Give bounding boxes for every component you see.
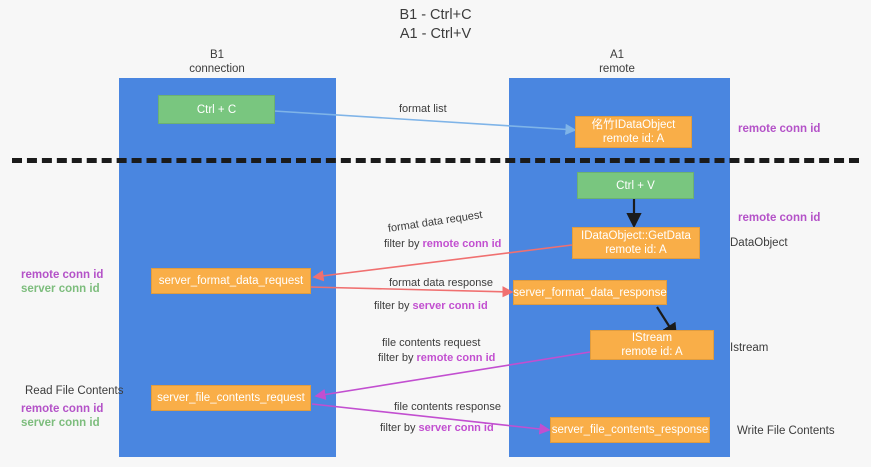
node-ctrl-v-label: Ctrl + V (616, 179, 655, 192)
edge-label-format-data-request-filter: filter by remote conn id (384, 237, 501, 251)
annotation-left-remote-conn-id-2: remote conn id (21, 403, 104, 415)
annotation-left-server-conn-id: server conn id (21, 283, 100, 295)
node-server-format-data-response[interactable]: server_format_data_response (513, 280, 667, 305)
node-getdata[interactable]: IDataObject::GetData remote id: A (572, 227, 700, 259)
node-ctrl-v[interactable]: Ctrl + V (577, 172, 694, 199)
node-server-format-data-request[interactable]: server_format_data_request (151, 268, 311, 294)
node-server-file-contents-request[interactable]: server_file_contents_request (151, 385, 311, 411)
section-divider (12, 158, 859, 163)
edge-label-file-contents-request-filter: filter by remote conn id (378, 351, 495, 365)
annotation-read-file-contents: Read File Contents (25, 385, 124, 397)
annotation-remote-conn-id-mid: remote conn id (738, 212, 821, 224)
filter-prefix: filter by (374, 300, 413, 312)
node-getdata-line2: remote id: A (605, 244, 667, 256)
node-server-format-data-request-label: server_format_data_request (158, 275, 304, 287)
title-line-2: A1 - Ctrl+V (399, 26, 472, 42)
annotation-remote-conn-id-top: remote conn id (738, 123, 821, 135)
edge-label-format-list: format list (399, 103, 447, 115)
annotation-left-remote-conn-id: remote conn id (21, 269, 104, 281)
filter-key-server-conn-id: server conn id (418, 422, 494, 434)
annotation-dataobject: DataObject (730, 237, 788, 249)
filter-key-server-conn-id: server conn id (412, 300, 488, 312)
title-line-1: B1 - Ctrl+C (399, 7, 472, 23)
annotation-write-file-contents: Write File Contents (737, 425, 835, 437)
node-istream-line1: IStream (631, 332, 673, 344)
page-title: B1 - Ctrl+C A1 - Ctrl+V (0, 6, 871, 44)
node-server-file-contents-request-label: server_file_contents_request (157, 392, 305, 404)
column-header-b1-sub: connection (189, 63, 245, 75)
node-istream[interactable]: IStream remote id: A (590, 330, 714, 360)
annotation-istream: Istream (730, 342, 769, 354)
column-header-a1-sub: remote (599, 63, 635, 75)
annotation-left-server-conn-id-2: server conn id (21, 417, 100, 429)
node-ctrl-c-label: Ctrl + C (196, 103, 237, 116)
node-idataobject-line2: remote id: A (602, 133, 665, 145)
node-getdata-line1: IDataObject::GetData (581, 230, 691, 242)
edge-label-file-contents-response-filter: filter by server conn id (380, 421, 494, 435)
node-idataobject[interactable]: 佲竹IDataObject remote id: A (575, 116, 692, 148)
node-server-format-data-response-label: server_format_data_response (513, 286, 667, 299)
filter-key-remote-conn-id: remote conn id (416, 352, 496, 364)
edge-label-file-contents-request-line1: file contents request (382, 337, 481, 349)
edge-label-format-data-response-line1: format data response (389, 277, 493, 289)
column-header-a1: A1 remote (557, 48, 677, 76)
column-header-a1-name: A1 (609, 49, 625, 61)
column-header-b1-name: B1 (209, 49, 225, 61)
edge-label-file-contents-response-line1: file contents response (394, 401, 502, 413)
node-ctrl-c[interactable]: Ctrl + C (158, 95, 275, 124)
edge-label-format-data-request-line1: format data request (387, 208, 484, 235)
node-server-file-contents-response[interactable]: server_file_contents_response (550, 417, 710, 443)
filter-prefix: filter by (384, 238, 423, 250)
node-server-file-contents-response-label: server_file_contents_response (551, 424, 709, 436)
edge-label-format-data-response-filter: filter by server conn id (374, 299, 488, 313)
column-header-b1: B1 connection (157, 48, 277, 76)
node-istream-line2: remote id: A (621, 346, 683, 358)
filter-prefix: filter by (378, 352, 417, 364)
filter-key-remote-conn-id: remote conn id (422, 238, 502, 250)
node-idataobject-line1: 佲竹IDataObject (591, 119, 676, 131)
filter-prefix: filter by (380, 422, 419, 434)
